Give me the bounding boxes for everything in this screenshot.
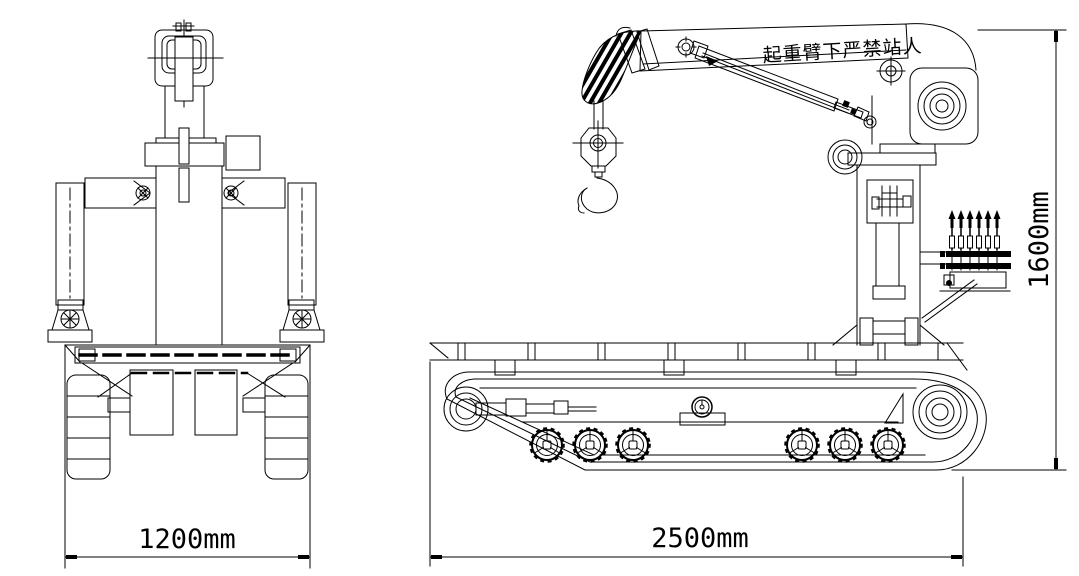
pulley-head [147,19,224,108]
boom [615,23,979,145]
deck [429,342,968,376]
boom-clamp-band [617,29,646,74]
control-valve-bank [919,209,1011,292]
track-tensioner [475,398,597,417]
chassis-front [64,344,311,569]
dimension-side-length [429,361,964,567]
crossbar [144,127,261,203]
winch-drum [827,139,863,175]
crawler-track-front-right [264,374,309,480]
outrigger-leg-right [279,182,325,343]
front-view [47,19,325,569]
lift-cylinder [675,36,877,129]
support-roller [679,396,726,426]
drive-sprocket [884,384,968,440]
dimension-label-1600mm: 1600mm [1024,191,1055,289]
crawler-track-front-left [66,374,111,480]
crawler-track-side [445,371,987,471]
boom-pivot-housing [909,67,979,145]
side-view [429,23,1067,567]
support-arm-right [221,177,286,209]
support-arm-left [84,177,157,209]
dimension-label-2500mm: 2500mm [651,523,749,554]
hook-block [572,100,624,214]
dimension-front-width [64,555,311,559]
dimension-label-1200mm: 1200mm [138,524,236,555]
hook-icon [580,177,618,214]
outrigger-leg-left [47,182,93,343]
dimension-side-height [951,29,1067,471]
